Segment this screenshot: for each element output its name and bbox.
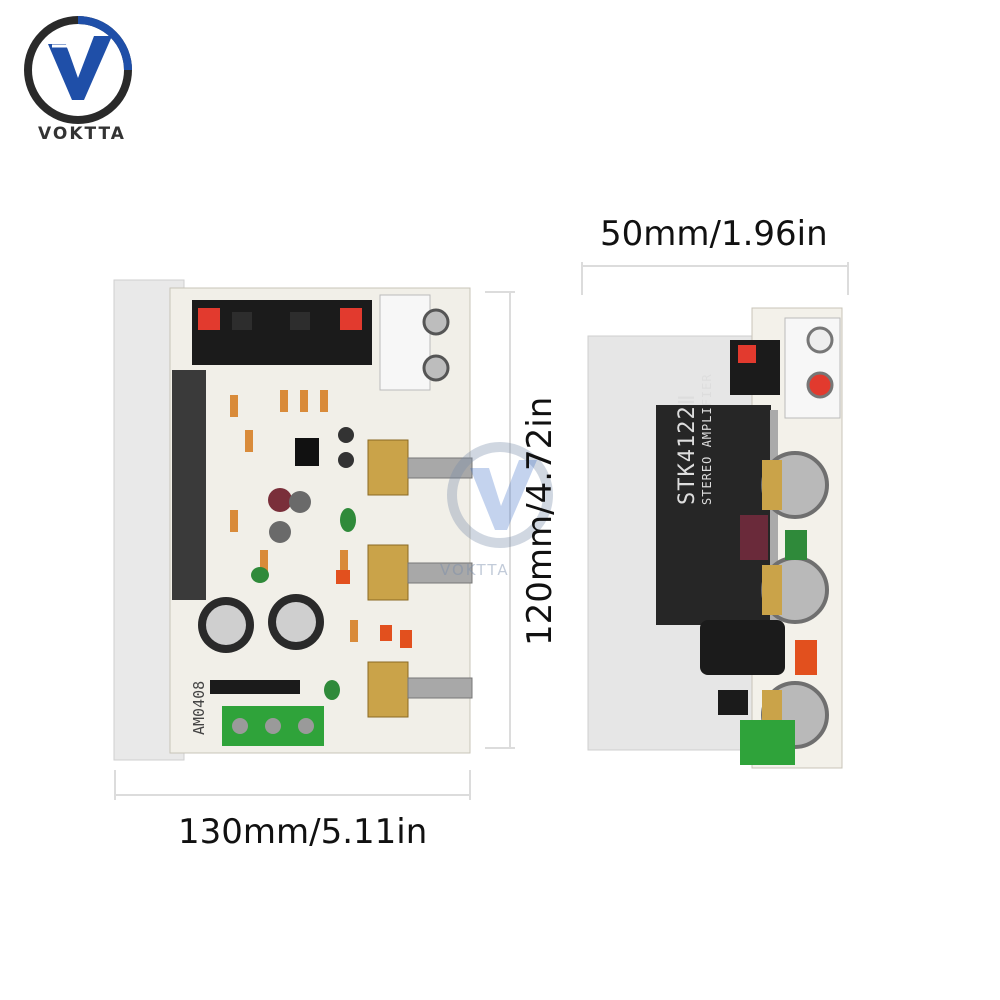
- brand-logo: [24, 16, 132, 124]
- amplifier-board-side-view: [587, 307, 843, 769]
- width-dimension-label: 130mm/5.11in: [178, 812, 428, 852]
- chip-sub-label: STEREO AMPLIFIER: [700, 373, 714, 505]
- depth-dimension-label: 50mm/1.96in: [600, 214, 828, 254]
- chip-label-group: STK4122Ⅱ STEREO AMPLIFIER: [675, 373, 714, 505]
- watermark-logo: [447, 442, 553, 548]
- amplifier-board-top-view: [113, 279, 473, 761]
- brand-name: VOKTTA: [38, 124, 126, 144]
- chip-label: STK4122Ⅱ: [675, 393, 700, 505]
- height-dimension-label: 120mm/4.72in: [520, 396, 560, 646]
- watermark-text: VOKTTA: [440, 561, 510, 579]
